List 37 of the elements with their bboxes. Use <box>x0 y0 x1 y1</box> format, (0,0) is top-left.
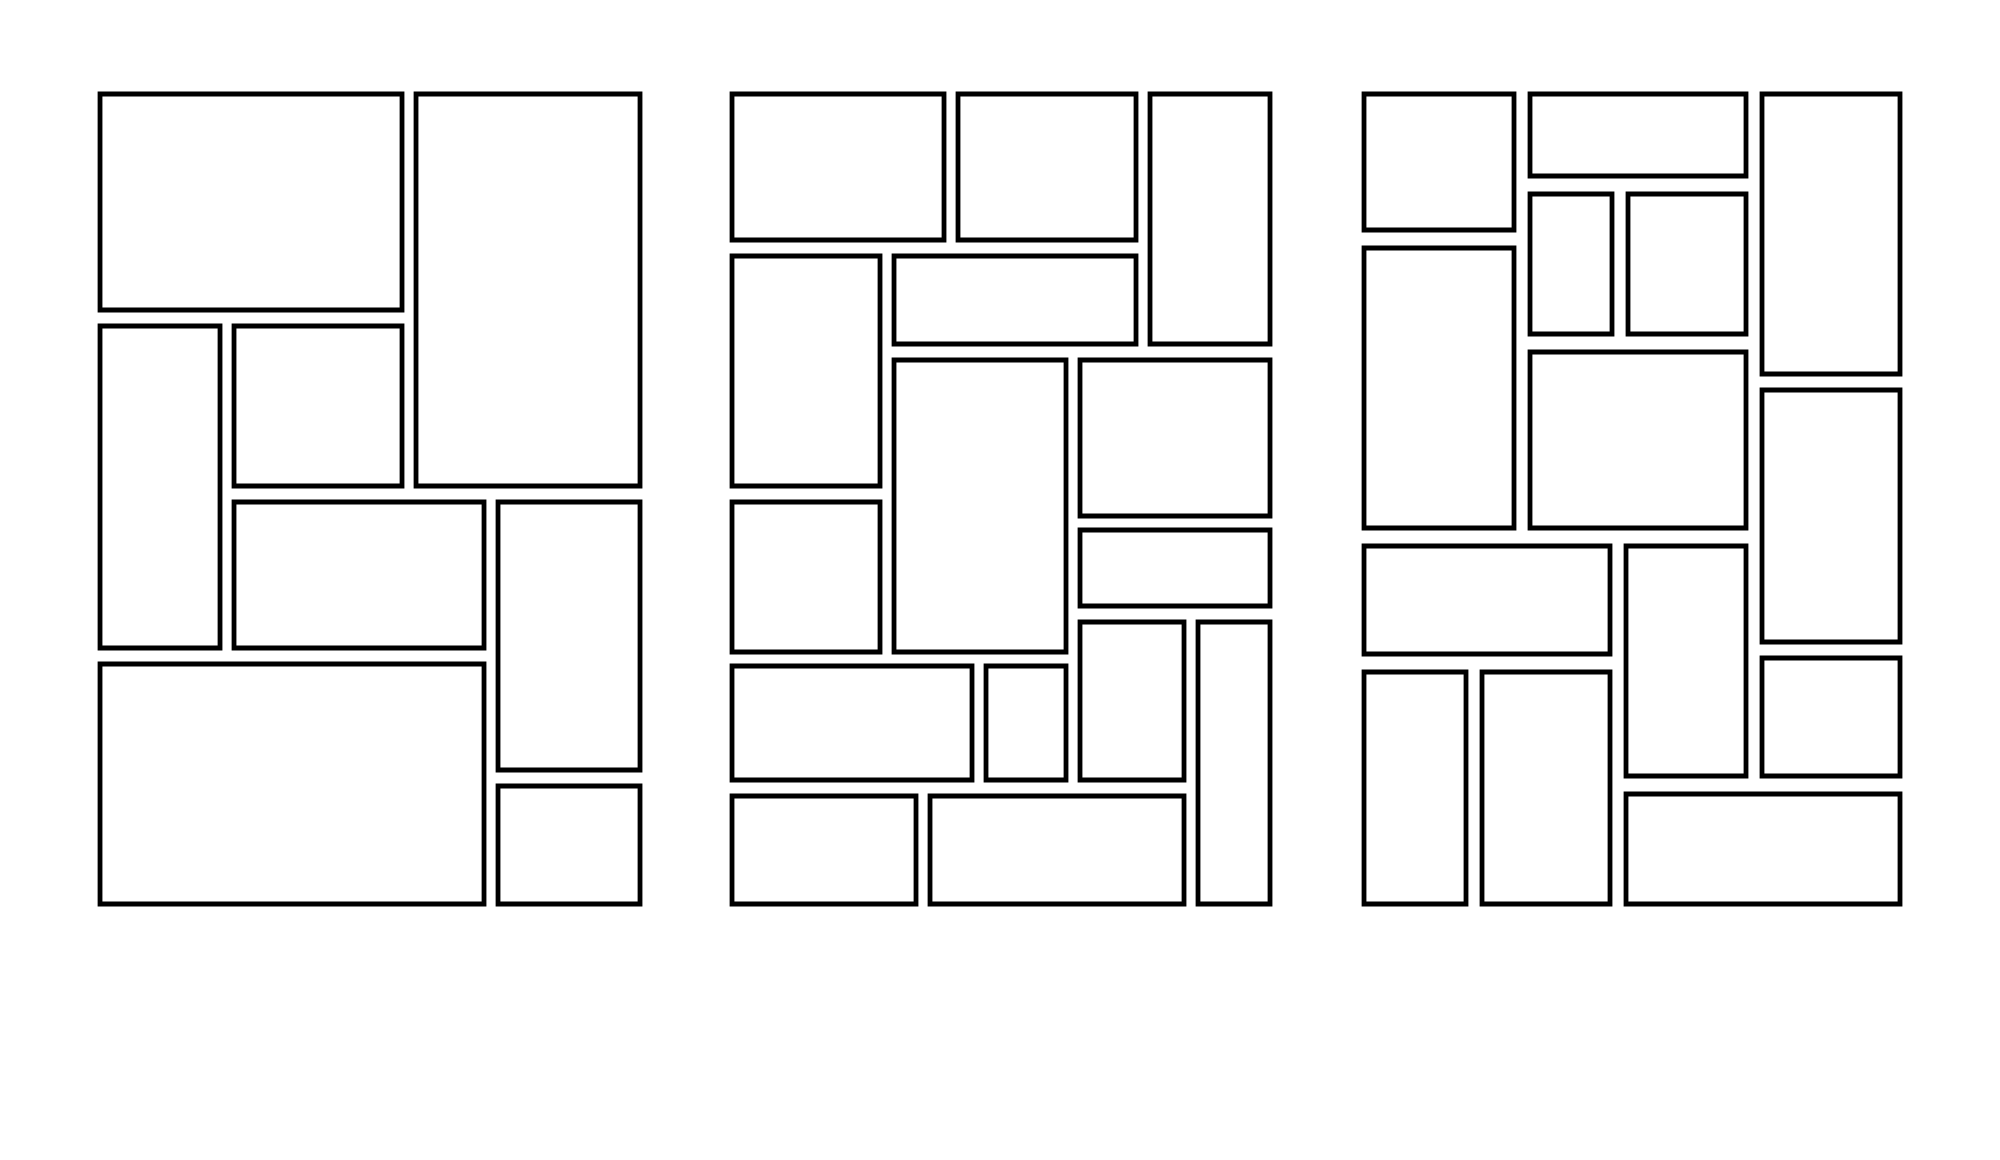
comic-panel <box>1077 357 1273 519</box>
comic-panel <box>1623 791 1903 907</box>
comic-panel <box>1623 543 1749 779</box>
comic-panel <box>97 323 223 651</box>
comic-panel <box>1361 543 1613 657</box>
comic-panel <box>729 91 947 243</box>
comic-panel <box>1361 91 1517 233</box>
comic-panel <box>1527 349 1749 531</box>
comic-panel <box>1077 619 1187 783</box>
comic-panel <box>495 499 643 773</box>
comic-panel <box>1625 191 1749 337</box>
comic-panel <box>1759 387 1903 645</box>
comic-panel <box>983 663 1069 783</box>
comic-panel <box>231 323 405 489</box>
comic-panel <box>729 793 919 907</box>
comic-panel <box>97 91 405 313</box>
comic-panel <box>495 783 643 907</box>
comic-panel <box>729 663 975 783</box>
comic-panel <box>1361 669 1469 907</box>
comic-panel <box>891 253 1139 347</box>
comic-panel <box>1759 655 1903 779</box>
comic-panel <box>413 91 643 489</box>
comic-panel <box>891 357 1069 655</box>
comic-panel <box>729 499 883 655</box>
comic-panel <box>1479 669 1613 907</box>
comic-panel <box>1527 91 1749 179</box>
comic-panel <box>927 793 1187 907</box>
comic-panel <box>1195 619 1273 907</box>
comic-panel <box>231 499 487 651</box>
comic-panel <box>1077 527 1273 609</box>
comic-panel <box>97 661 487 907</box>
comic-panel <box>1147 91 1273 347</box>
comic-panel <box>1361 245 1517 531</box>
comic-panel <box>1759 91 1903 377</box>
comic-panel <box>729 253 883 489</box>
comic-panel <box>1527 191 1615 337</box>
comic-panel <box>955 91 1139 243</box>
